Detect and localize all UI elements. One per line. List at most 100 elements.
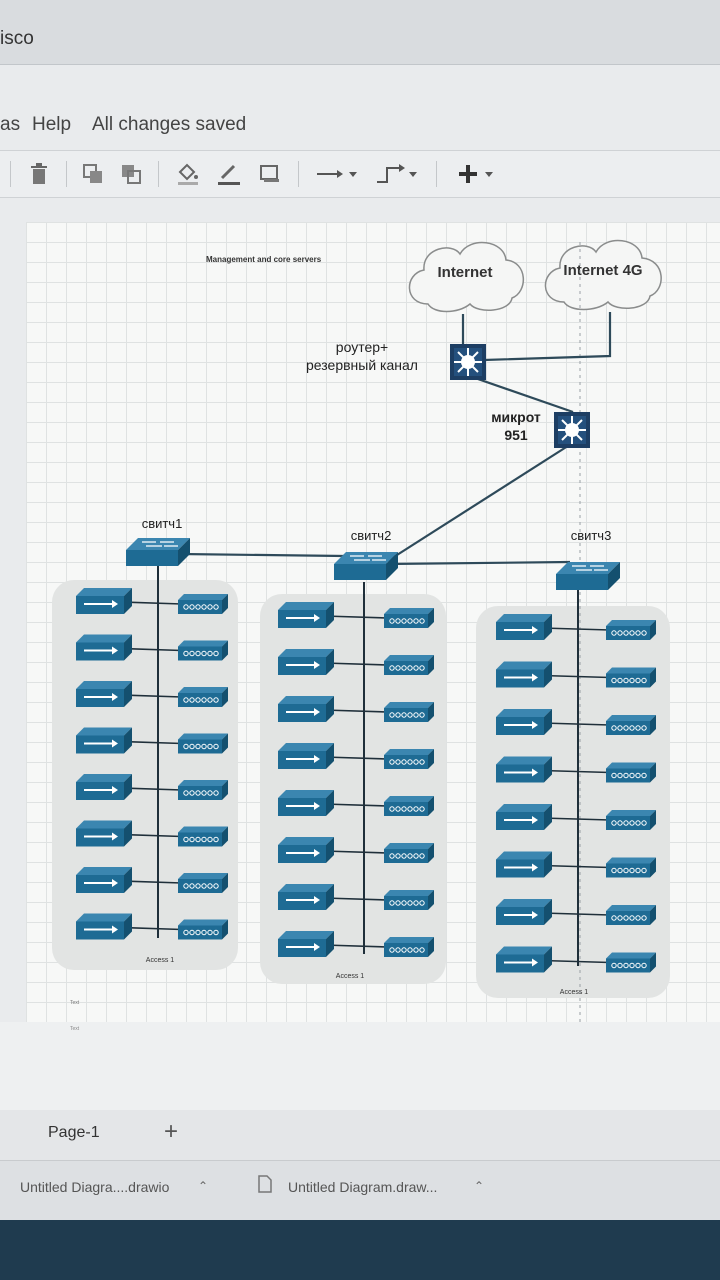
stray-text-1[interactable]: Text xyxy=(70,1000,80,1006)
access-link-line xyxy=(323,709,389,713)
hub-icon[interactable] xyxy=(605,619,657,641)
connection-arrow-icon[interactable] xyxy=(312,159,360,189)
menu-item-partial[interactable]: as xyxy=(0,114,21,135)
cloud-internet-4g[interactable]: Internet 4G xyxy=(544,239,662,311)
access-switch-icon[interactable] xyxy=(495,708,553,736)
trash-icon[interactable] xyxy=(26,159,52,189)
hub-icon[interactable] xyxy=(383,654,435,676)
hub-icon[interactable] xyxy=(383,701,435,723)
fill-color-icon[interactable] xyxy=(174,159,202,189)
switch-1-label[interactable]: свитч1 xyxy=(142,516,183,531)
access-switch-icon[interactable] xyxy=(495,803,553,831)
access-switch-icon[interactable] xyxy=(277,695,335,723)
access-switch-icon[interactable] xyxy=(277,601,335,629)
access-link-line xyxy=(541,817,611,821)
diagram-canvas[interactable]: Management and core servers Internet Int… xyxy=(26,222,720,1022)
plus-icon[interactable] xyxy=(450,159,498,189)
switch-2-icon[interactable] xyxy=(333,551,399,581)
hub-icon[interactable] xyxy=(605,952,657,973)
hub-icon[interactable] xyxy=(605,714,657,736)
mikrot-label-line2[interactable]: 951 xyxy=(504,427,528,443)
access-switch-icon[interactable] xyxy=(75,587,133,615)
cloud-internet[interactable]: Internet xyxy=(408,241,525,313)
toolbar-divider xyxy=(66,161,67,187)
router-label-line2[interactable]: резервный канал xyxy=(306,357,418,373)
hub-icon[interactable] xyxy=(177,733,229,754)
toolbar-divider xyxy=(158,161,159,187)
access-switch-icon[interactable] xyxy=(495,850,553,879)
page-tab-1[interactable]: Page-1 xyxy=(48,1124,100,1141)
hub-icon[interactable] xyxy=(177,919,229,940)
access-switch-icon[interactable] xyxy=(75,819,133,848)
mikrot-router-icon[interactable] xyxy=(553,411,591,449)
access-group-3-label[interactable]: Access 1 xyxy=(560,989,589,996)
hub-icon[interactable] xyxy=(177,779,229,801)
hub-icon[interactable] xyxy=(383,795,435,817)
switch-3-label[interactable]: свитч3 xyxy=(571,528,612,543)
mikrot-label-line1[interactable]: микрот xyxy=(491,409,541,425)
access-switch-icon[interactable] xyxy=(495,755,553,784)
switch-1-icon[interactable] xyxy=(125,537,191,567)
hub-icon[interactable] xyxy=(383,607,435,629)
hub-icon[interactable] xyxy=(605,809,657,831)
access-switch-icon[interactable] xyxy=(75,773,133,801)
waypoint-icon[interactable] xyxy=(372,159,420,189)
access-switch-icon[interactable] xyxy=(75,726,133,755)
access-switch-icon[interactable] xyxy=(277,883,335,911)
access-switch-icon[interactable] xyxy=(277,930,335,958)
access-switch-icon[interactable] xyxy=(75,912,133,941)
router-icon[interactable] xyxy=(449,343,487,381)
hub-icon[interactable] xyxy=(177,593,229,615)
access-switch-icon[interactable] xyxy=(75,633,133,662)
access-switch-icon[interactable] xyxy=(75,866,133,894)
download-item-1[interactable]: Untitled Diagra....drawio xyxy=(20,1179,170,1195)
page-tabs-bar: Page-1 + xyxy=(0,1110,720,1160)
hub-icon[interactable] xyxy=(177,826,229,847)
downloads-bar: Untitled Diagra....drawio ⌃ Untitled Dia… xyxy=(0,1160,720,1221)
hub-icon[interactable] xyxy=(177,686,229,708)
chevron-up-icon[interactable]: ⌃ xyxy=(198,1179,209,1193)
router-label-line1[interactable]: роутер+ xyxy=(336,339,388,355)
access-trees xyxy=(75,566,657,974)
access-link-line xyxy=(323,897,389,901)
access-link-line xyxy=(323,803,389,807)
access-group-2-label[interactable]: Access 1 xyxy=(336,973,365,980)
access-switch-icon[interactable] xyxy=(277,648,335,676)
hub-icon[interactable] xyxy=(605,904,657,926)
to-back-icon[interactable] xyxy=(118,159,144,189)
stray-text-2[interactable]: Text xyxy=(70,1026,80,1032)
shadow-icon[interactable] xyxy=(256,159,284,189)
access-link-line xyxy=(541,864,611,869)
to-front-icon[interactable] xyxy=(80,159,106,189)
access-switch-icon[interactable] xyxy=(495,613,553,641)
access-switch-icon[interactable] xyxy=(277,789,335,817)
hub-icon[interactable] xyxy=(177,872,229,894)
hub-icon[interactable] xyxy=(177,640,229,661)
access-switch-icon[interactable] xyxy=(495,945,553,974)
access-switch-icon[interactable] xyxy=(75,680,133,708)
hub-icon[interactable] xyxy=(383,842,435,864)
switch-2-label[interactable]: свитч2 xyxy=(351,528,392,543)
access-switch-icon[interactable] xyxy=(495,898,553,926)
add-page-button[interactable]: + xyxy=(164,1118,179,1145)
access-switch-icon[interactable] xyxy=(277,836,335,864)
access-group-1[interactable] xyxy=(52,580,238,970)
access-switch-icon[interactable] xyxy=(277,742,335,770)
line-color-icon[interactable] xyxy=(214,159,244,189)
menu-item-help[interactable]: Help xyxy=(32,114,72,135)
canvas-bottom-area: Text xyxy=(0,1022,720,1122)
hub-icon[interactable] xyxy=(383,748,435,770)
hub-icon[interactable] xyxy=(605,762,657,783)
access-group-1-label[interactable]: Access 1 xyxy=(146,957,175,964)
hub-icon[interactable] xyxy=(383,889,435,911)
save-status: All changes saved xyxy=(92,114,247,135)
hub-icon[interactable] xyxy=(383,936,435,958)
diagram-heading[interactable]: Management and core servers xyxy=(206,255,322,264)
hub-icon[interactable] xyxy=(605,667,657,688)
switch-3-icon[interactable] xyxy=(555,561,621,591)
access-link-line xyxy=(541,722,611,726)
chevron-up-icon[interactable]: ⌃ xyxy=(474,1179,485,1193)
hub-icon[interactable] xyxy=(605,857,657,878)
access-switch-icon[interactable] xyxy=(495,660,553,689)
download-item-2[interactable]: Untitled Diagram.draw... xyxy=(288,1179,438,1195)
